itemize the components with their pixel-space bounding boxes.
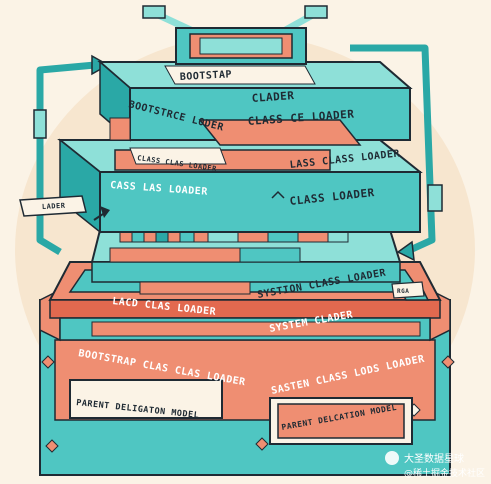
left-arrow-marker xyxy=(33,109,47,139)
watermark-subtitle: @稀土掘金技术社区 xyxy=(404,467,485,479)
top-box xyxy=(175,27,307,65)
watermark-logo-icon xyxy=(385,451,399,465)
label-top-bootstrap-1: BOOTSTAP xyxy=(180,69,233,83)
left-loop-arrow xyxy=(36,61,96,256)
label-side-tag-right: RGA xyxy=(397,288,409,295)
layer-3 xyxy=(57,138,423,234)
top-right-arrow-tail xyxy=(304,5,328,19)
chevron-up-icon xyxy=(271,190,285,199)
label-top-classloader-1: CLADER xyxy=(251,89,295,105)
pointer-arrow-head-icon xyxy=(100,206,110,218)
watermark-title: 大圣数据星球 xyxy=(404,452,464,465)
top-left-arrow-tail xyxy=(142,5,166,19)
model-plaque-left xyxy=(69,379,223,419)
label-side-tag-left: LADER xyxy=(42,202,66,211)
side-tag-right-box xyxy=(391,281,425,299)
side-tag-left-box xyxy=(19,195,87,217)
right-arrow-head xyxy=(396,240,415,262)
right-arrow-marker xyxy=(427,184,443,212)
top-layer xyxy=(97,60,413,146)
model-plaque-right-inner xyxy=(277,403,405,439)
system-layer xyxy=(90,219,402,295)
right-loop-arrow xyxy=(350,44,436,254)
